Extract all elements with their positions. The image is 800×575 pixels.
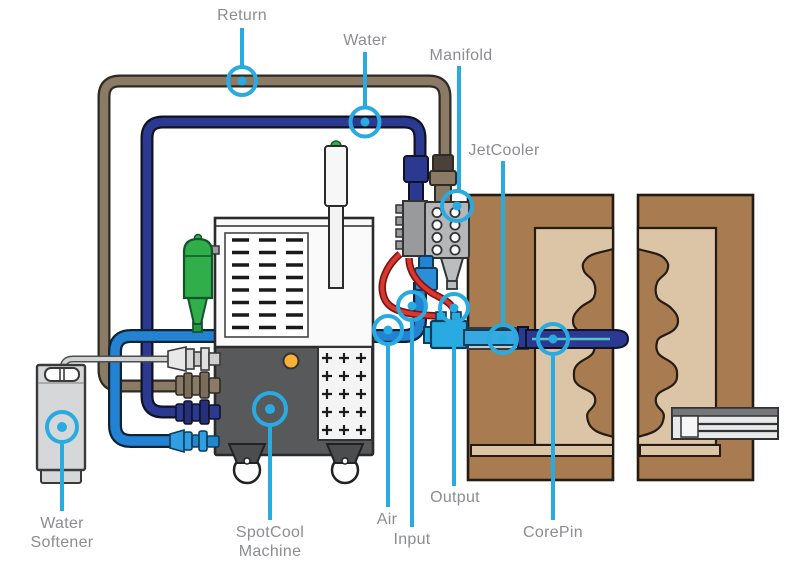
manifold (395, 154, 470, 291)
callout-return (226, 28, 258, 97)
callout-water (348, 52, 382, 139)
wand-handle (324, 140, 348, 289)
label-water-softener: Water Softener (31, 514, 94, 552)
label-spotcool-machine-line2: Machine (238, 543, 302, 560)
label-water-softener-line1: Water (40, 515, 84, 532)
callout-input (396, 290, 428, 527)
label-jetcooler: JetCooler (468, 142, 540, 159)
speaker-grille (317, 346, 373, 441)
manifold-fitting-water (403, 155, 429, 203)
label-return: Return (217, 7, 267, 24)
sprue-bushing (671, 407, 779, 440)
power-button (282, 352, 300, 370)
label-output: Output (430, 489, 480, 506)
label-manifold: Manifold (429, 47, 493, 64)
callout-spotcool-machine (252, 391, 288, 520)
label-corepin: CorePin (523, 524, 583, 541)
label-water: Water (343, 32, 387, 49)
caster-wheel-right (325, 443, 365, 485)
manifold-fitting-return (429, 154, 457, 203)
callout-air (372, 314, 404, 507)
manifold-block (395, 200, 470, 259)
supply-hose (108, 282, 427, 448)
core-pin (517, 326, 630, 349)
label-spotcool-machine: SpotCool Machine (236, 523, 304, 561)
connector-softener-inlet (167, 346, 221, 372)
water-hose (140, 115, 427, 419)
filter-bottle (182, 233, 220, 333)
label-air: Air (376, 511, 398, 528)
connector-water (175, 399, 221, 425)
vent-panel (224, 232, 309, 338)
connector-return (175, 371, 221, 399)
spotcool-machine (213, 216, 375, 485)
label-input: Input (393, 531, 431, 548)
connector-supply (169, 428, 220, 454)
label-spotcool-machine-line1: SpotCool (235, 524, 305, 541)
manifold-nozzle (439, 257, 465, 290)
callout-water-softener (45, 410, 79, 511)
label-water-softener-line2: Softener (30, 534, 94, 551)
callout-output (438, 292, 470, 486)
callout-jetcooler (487, 161, 519, 355)
callout-manifold (440, 66, 474, 223)
jetcooler (423, 311, 469, 350)
caster-wheel-left (227, 443, 267, 485)
callout-markers (45, 28, 570, 527)
callout-corepin (536, 322, 570, 520)
